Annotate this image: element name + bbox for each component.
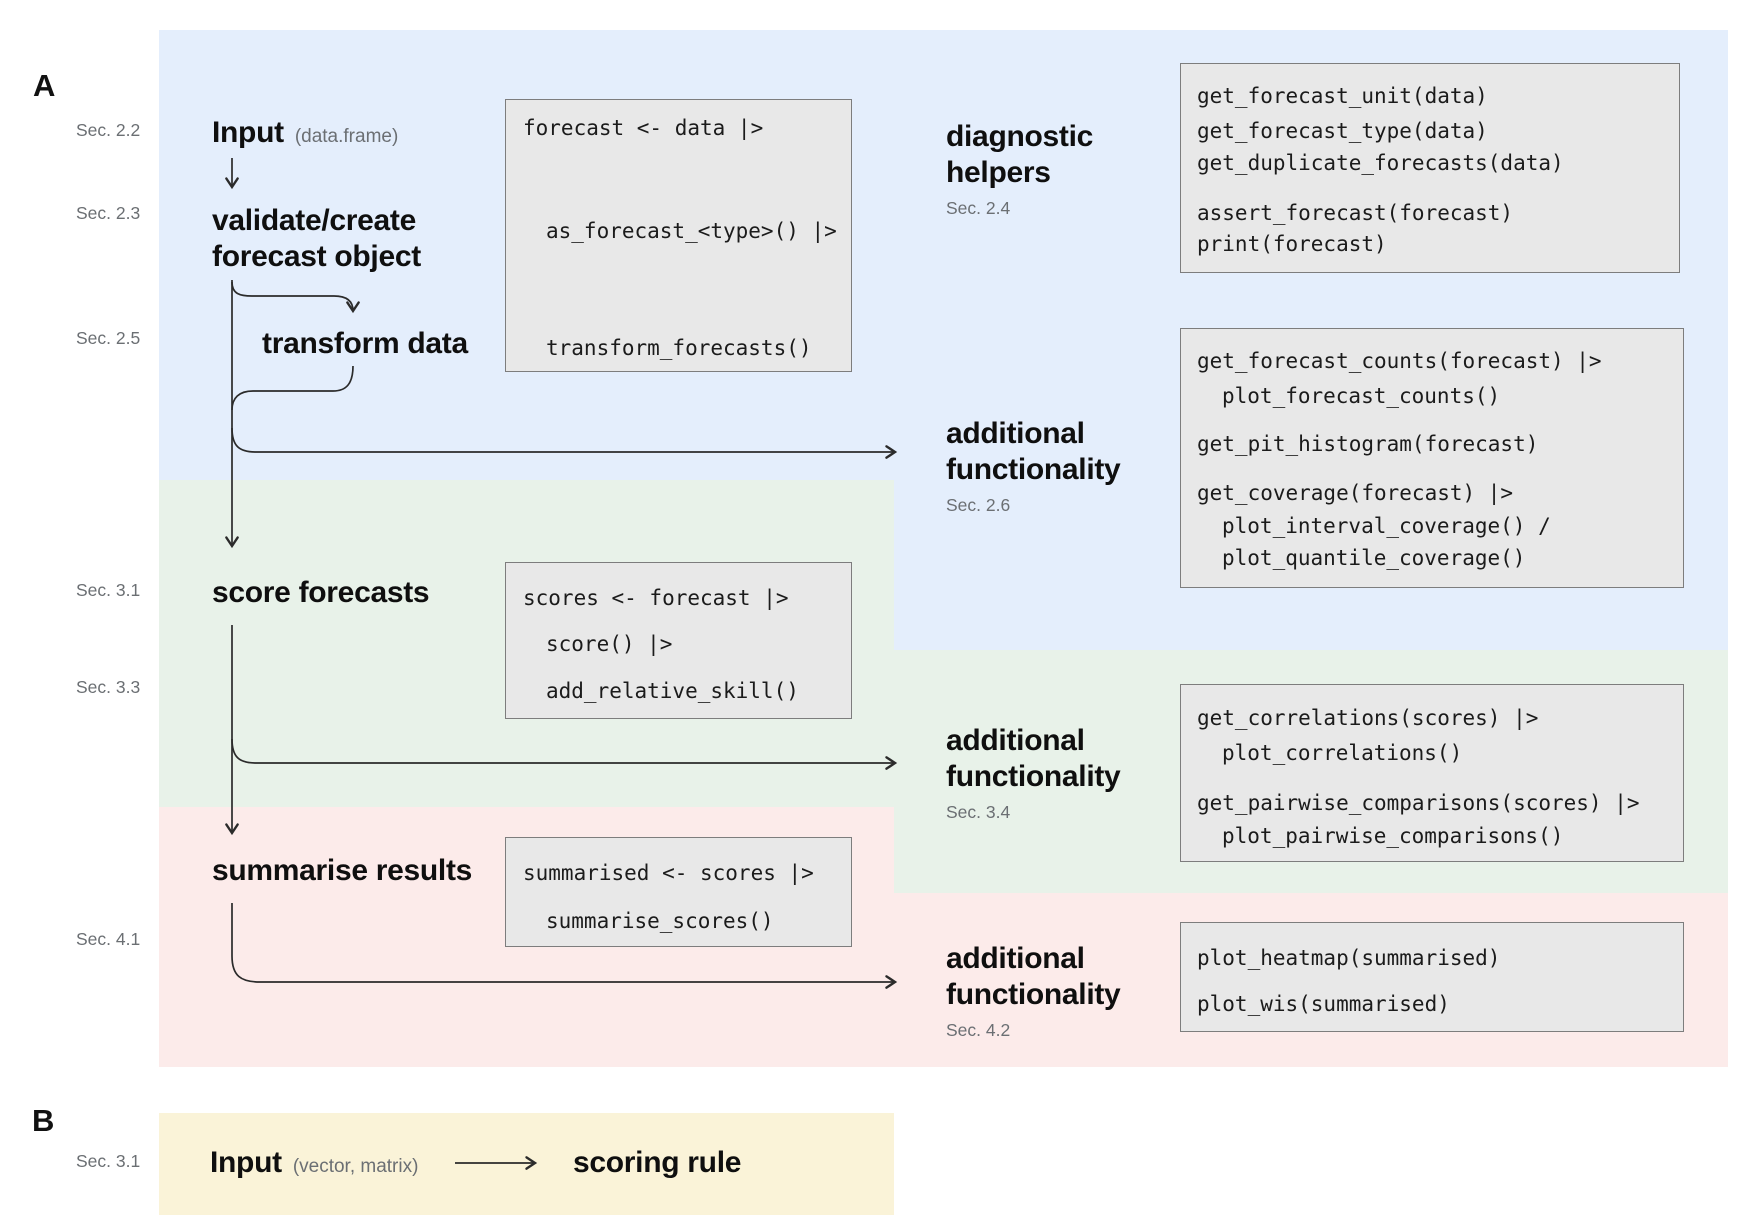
code-line: summarise_scores() bbox=[546, 909, 774, 933]
code-line: plot_wis(summarised) bbox=[1197, 992, 1450, 1016]
panel-b-input-note: (vector, matrix) bbox=[292, 1156, 419, 1177]
heading-line: functionality bbox=[946, 760, 1121, 793]
code-box-pipeline-3: summarised <- scores |> summarise_scores… bbox=[505, 837, 852, 947]
code-line: plot_heatmap(summarised) bbox=[1197, 946, 1501, 970]
code-line: get_pairwise_comparisons(scores) |> bbox=[1197, 791, 1640, 815]
panel-b-input-text: Input bbox=[210, 1146, 282, 1179]
heading-additional-functionality-1: additional functionality Sec. 2.6 bbox=[946, 416, 1121, 516]
panel-b-label: B bbox=[32, 1103, 55, 1138]
heading-line: functionality bbox=[946, 978, 1121, 1011]
code-line: get_coverage(forecast) |> bbox=[1197, 481, 1514, 505]
section-ref-3-1: Sec. 3.1 bbox=[76, 580, 141, 600]
code-line: transform_forecasts() bbox=[546, 336, 812, 360]
code-line: get_correlations(scores) |> bbox=[1197, 706, 1539, 730]
code-line: assert_forecast(forecast) bbox=[1197, 201, 1514, 225]
section-ref-2-5: Sec. 2.5 bbox=[76, 328, 141, 348]
code-box-pipeline-2: scores <- forecast |> score() |> add_rel… bbox=[505, 562, 852, 719]
code-line: plot_quantile_coverage() bbox=[1222, 546, 1526, 570]
panel-b-scoring-rule-label: scoring rule bbox=[573, 1146, 742, 1179]
heading-line: additional bbox=[946, 942, 1085, 975]
flow-input-label: Input (data.frame) bbox=[212, 115, 398, 155]
panel-b-input-label: Input (vector, matrix) bbox=[210, 1145, 418, 1185]
code-line: forecast <- data |> bbox=[523, 116, 764, 140]
code-line: print(forecast) bbox=[1197, 232, 1387, 256]
code-box-additional-functionality-3: plot_heatmap(summarised) plot_wis(summar… bbox=[1180, 922, 1684, 1032]
section-ref-2-2: Sec. 2.2 bbox=[76, 120, 141, 140]
heading-line: helpers bbox=[946, 156, 1051, 189]
heading-diagnostic-helpers: diagnostic helpers Sec. 2.4 bbox=[946, 119, 1093, 219]
code-line: get_pit_histogram(forecast) bbox=[1197, 432, 1539, 456]
code-line: scores <- forecast |> bbox=[523, 586, 789, 610]
section-ref-3-3: Sec. 3.3 bbox=[76, 677, 141, 697]
code-line: plot_pairwise_comparisons() bbox=[1222, 824, 1564, 848]
panel-a-label: A bbox=[33, 68, 56, 103]
code-box-additional-functionality-2: get_correlations(scores) |> plot_correla… bbox=[1180, 684, 1684, 862]
code-line: plot_forecast_counts() bbox=[1222, 384, 1501, 408]
heading-additional-functionality-2: additional functionality Sec. 3.4 bbox=[946, 723, 1121, 823]
code-box-pipeline-1: forecast <- data |> as_forecast_<type>()… bbox=[505, 99, 852, 372]
code-line: plot_correlations() bbox=[1222, 741, 1463, 765]
flow-transform-label: transform data bbox=[262, 327, 468, 360]
flow-validate-label: validate/create forecast object bbox=[212, 203, 421, 275]
code-box-diagnostic-helpers: get_forecast_unit(data) get_forecast_typ… bbox=[1180, 63, 1680, 273]
flow-summarise-label: summarise results bbox=[212, 854, 473, 887]
code-line: get_forecast_unit(data) bbox=[1197, 84, 1488, 108]
heading-line: additional bbox=[946, 417, 1085, 450]
flow-validate-line1: validate/create bbox=[212, 204, 416, 237]
flow-score-label: score forecasts bbox=[212, 576, 430, 609]
code-line: get_duplicate_forecasts(data) bbox=[1197, 151, 1564, 175]
section-ref-2-6: Sec. 2.6 bbox=[946, 495, 1011, 515]
code-line: get_forecast_type(data) bbox=[1197, 119, 1488, 143]
flow-input-note: (data.frame) bbox=[294, 126, 399, 147]
code-line: get_forecast_counts(forecast) |> bbox=[1197, 349, 1602, 373]
code-line: score() |> bbox=[546, 632, 673, 656]
flow-validate-line2: forecast object bbox=[212, 240, 421, 273]
code-box-additional-functionality-1: get_forecast_counts(forecast) |> plot_fo… bbox=[1180, 328, 1684, 588]
section-ref-4-1: Sec. 4.1 bbox=[76, 929, 141, 949]
heading-line: additional bbox=[946, 724, 1085, 757]
section-ref-4-2: Sec. 4.2 bbox=[946, 1020, 1011, 1040]
section-ref-3-4: Sec. 3.4 bbox=[946, 802, 1011, 822]
section-ref-2-3: Sec. 2.3 bbox=[76, 203, 141, 223]
section-ref-3-1-panel-b: Sec. 3.1 bbox=[76, 1151, 141, 1171]
code-line: as_forecast_<type>() |> bbox=[546, 219, 837, 243]
heading-line: diagnostic bbox=[946, 120, 1094, 153]
code-line: add_relative_skill() bbox=[546, 679, 799, 703]
flow-input-text: Input bbox=[212, 116, 284, 149]
code-line: summarised <- scores |> bbox=[523, 861, 814, 885]
code-line: plot_interval_coverage() / bbox=[1222, 514, 1551, 538]
section-ref-2-4: Sec. 2.4 bbox=[946, 198, 1011, 218]
heading-line: functionality bbox=[946, 453, 1121, 486]
heading-additional-functionality-3: additional functionality Sec. 4.2 bbox=[946, 941, 1121, 1041]
